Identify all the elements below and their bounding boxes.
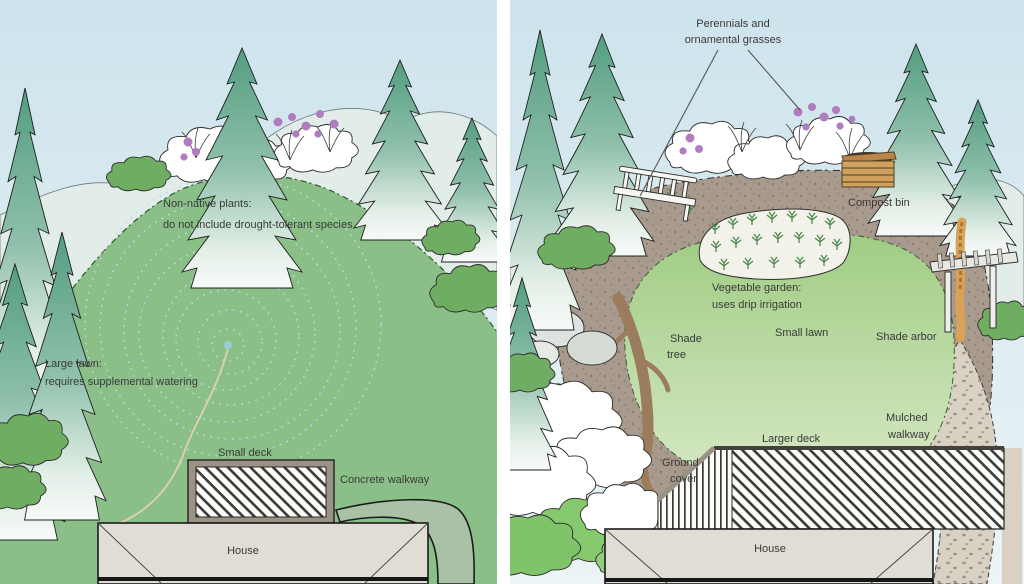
house-right-base [605, 578, 933, 582]
right-panel-illustration: House Perennials and ornamental grasses … [510, 0, 1024, 584]
compost-bin [841, 151, 897, 188]
label-concrete-walkway: Concrete walkway [340, 474, 430, 486]
label-vegetable-garden-line1: Vegetable garden: [712, 282, 801, 294]
label-non-native-line1: Non-native plants: [163, 198, 252, 210]
lawn-edge [0, 174, 497, 403]
label-mulched-walkway-line1: Mulched [886, 412, 928, 424]
small-deck [187, 459, 335, 524]
left-panel-labels: Non-native plants: do not include drough… [45, 198, 430, 486]
right-panel-labels: Perennials and ornamental grasses Compos… [662, 18, 937, 485]
label-mulched-walkway-line2: walkway [887, 429, 930, 441]
label-ground-cover-line2: cover [670, 473, 697, 485]
label-house-right: House [754, 543, 786, 555]
label-shade-tree-line1: Shade [670, 333, 702, 345]
house-left-base [98, 577, 428, 581]
label-compost-bin: Compost bin [848, 197, 910, 209]
label-vegetable-garden-line2: uses drip irrigation [712, 299, 802, 311]
house-right: House [604, 528, 934, 584]
label-ground-cover-line1: Ground [662, 457, 699, 469]
perennials-pointer-lines [639, 49, 801, 197]
label-shade-arbor: Shade arbor [876, 331, 937, 343]
label-large-lawn-line2: requires supplemental watering [45, 376, 198, 388]
walkway-right-strip [1002, 448, 1022, 584]
label-larger-deck: Larger deck [762, 433, 821, 445]
label-perennials-line2: ornamental grasses [685, 34, 782, 46]
water-wise-garden-panel: House Perennials and ornamental grasses … [510, 0, 1024, 584]
vegetable-garden [666, 188, 851, 280]
house-left: House [97, 522, 429, 584]
label-small-lawn: Small lawn [775, 327, 828, 339]
label-non-native-line2: do not include drought-tolerant species. [163, 219, 356, 231]
garden-hose [117, 348, 229, 525]
label-shade-tree-line2: tree [667, 349, 686, 361]
sprinkler-spray [84, 176, 382, 474]
label-small-deck: Small deck [218, 447, 272, 459]
arbor-vine [955, 217, 967, 343]
garden-bench [613, 165, 698, 222]
larger-deck [656, 446, 1005, 530]
sprinkler-head [224, 341, 232, 349]
purple-flowers [180, 110, 339, 161]
shade-arbor [929, 217, 1019, 343]
left-panel-illustration: House Non-native plants: do not include … [0, 0, 497, 584]
large-lawn [0, 174, 497, 584]
water-intensive-garden-panel: House Non-native plants: do not include … [0, 0, 497, 584]
label-house-left: House [227, 545, 259, 557]
label-large-lawn-line1: Large lawn: [45, 358, 102, 370]
right-purple-flowers [679, 103, 856, 155]
label-perennials-line1: Perennials and [696, 18, 769, 30]
